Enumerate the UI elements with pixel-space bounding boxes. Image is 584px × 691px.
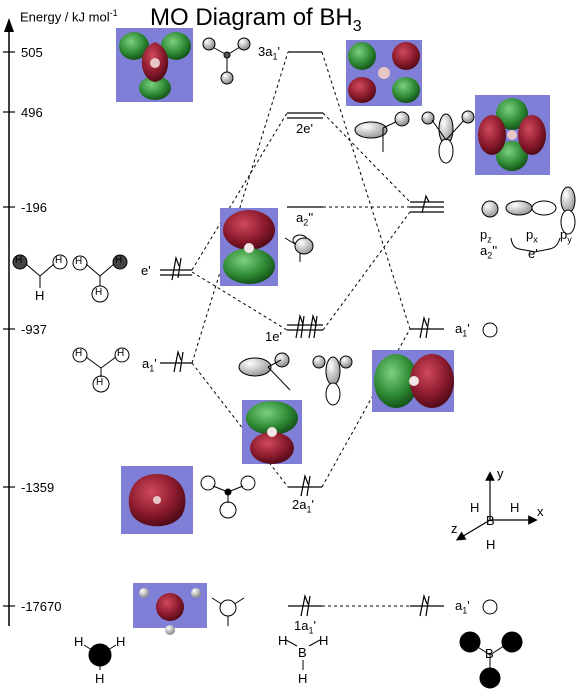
axis-atom-b: B bbox=[486, 513, 495, 528]
bottom-atom-h: H bbox=[278, 633, 288, 648]
atom-label-h: H bbox=[75, 348, 83, 359]
mo-panel-1e-right bbox=[372, 350, 454, 412]
bottom-atom-h: H bbox=[319, 633, 329, 648]
label-1e: 1e' bbox=[265, 329, 282, 344]
axis-label-y: y bbox=[497, 466, 504, 481]
tick-label: -937 bbox=[21, 322, 48, 337]
label-boron-a1-1s: a1' bbox=[455, 598, 470, 616]
axis-atom-h: H bbox=[486, 537, 496, 552]
label-pxy-symmetry: e' bbox=[528, 246, 538, 261]
correlation-lines bbox=[191, 51, 411, 607]
mo-panel-1a1 bbox=[133, 583, 207, 635]
boron-2s-orbital bbox=[482, 322, 498, 338]
label-2a1: 2a1' bbox=[292, 497, 314, 515]
atom-label-h: H bbox=[75, 256, 83, 267]
bottom-atom-h: H bbox=[95, 671, 105, 686]
tick-label: 496 bbox=[21, 105, 43, 120]
axis-label-z: z bbox=[451, 521, 458, 536]
sketch-1a1 bbox=[211, 597, 245, 626]
atom-label-h: H bbox=[15, 255, 23, 266]
sketch-a2 bbox=[284, 234, 314, 262]
bottom-atom-b: B bbox=[485, 646, 494, 661]
ligand-a1-orbital bbox=[72, 347, 130, 393]
label-3a1: 3a1' bbox=[258, 44, 280, 62]
diagram-title: MO Diagram of BH3 bbox=[150, 4, 362, 35]
sketch-2e-b bbox=[421, 110, 475, 164]
mo-panel-2e bbox=[475, 95, 550, 175]
label-a2: a2'' bbox=[296, 210, 314, 228]
label-px: px bbox=[526, 227, 538, 245]
atom-label-h: H bbox=[35, 288, 45, 303]
boron-1s-orbital bbox=[482, 599, 498, 615]
energy-axis bbox=[3, 18, 15, 626]
bottom-atom-h: H bbox=[74, 634, 84, 649]
mo-panel-2a1 bbox=[121, 466, 193, 534]
bottom-atom-h: H bbox=[298, 671, 308, 686]
label-2e: 2e' bbox=[296, 121, 313, 136]
tick-label: -17670 bbox=[21, 599, 62, 614]
boron-p-orbitals bbox=[481, 186, 576, 253]
axis-atom-h: H bbox=[510, 500, 520, 515]
label-ligand-e: e' bbox=[141, 263, 151, 278]
bottom-bh3-structure bbox=[285, 639, 321, 670]
bottom-bh3-left bbox=[83, 643, 117, 670]
energy-axis-label: Energy / kJ mol-1 bbox=[20, 8, 118, 25]
tick-label: -1359 bbox=[21, 480, 55, 495]
axis-atom-h: H bbox=[470, 500, 480, 515]
mo-panel-1e-left bbox=[242, 400, 302, 464]
sketch-1e-a bbox=[238, 352, 291, 391]
label-1a1: 1a1' bbox=[294, 618, 316, 636]
label-pz-symmetry: a2'' bbox=[480, 243, 498, 261]
tick-label: 505 bbox=[21, 45, 43, 60]
sketch-1e-b bbox=[312, 355, 353, 406]
bottom-bh3-right bbox=[459, 631, 523, 689]
atom-label-h: H bbox=[96, 377, 104, 388]
electrons bbox=[171, 194, 430, 617]
bottom-atom-b: B bbox=[298, 645, 307, 660]
ball-model-3a1 bbox=[202, 37, 251, 85]
axis-label-x: x bbox=[537, 504, 544, 519]
label-py: py bbox=[560, 227, 572, 245]
mo-panel-3a1-right bbox=[346, 40, 422, 106]
atom-label-h: H bbox=[55, 255, 63, 266]
atom-label-h: H bbox=[117, 348, 125, 359]
mo-panel-3a1-left bbox=[116, 28, 193, 102]
tick-label: -196 bbox=[21, 200, 48, 215]
atom-label-h: H bbox=[95, 287, 103, 298]
sketch-2e-a bbox=[354, 111, 410, 152]
label-ligand-a1: a1' bbox=[142, 356, 157, 374]
coordinate-axes bbox=[455, 471, 538, 541]
mo-panel-a2 bbox=[220, 208, 278, 286]
label-pz: pz bbox=[480, 227, 492, 245]
atom-label-h: H bbox=[115, 255, 123, 266]
label-boron-a1-2s: a1' bbox=[455, 321, 470, 339]
sketch-2a1 bbox=[200, 475, 256, 519]
bottom-atom-h: H bbox=[116, 634, 126, 649]
ligand-e-orbitals bbox=[12, 254, 128, 303]
